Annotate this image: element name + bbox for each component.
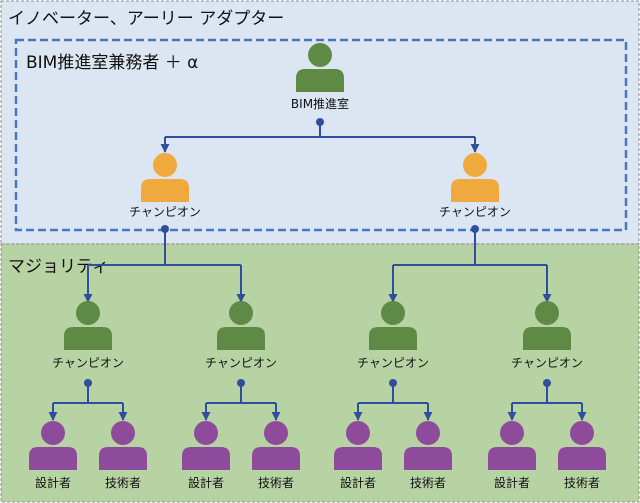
engineer-person-3 xyxy=(404,421,452,470)
champion-top-person-2 xyxy=(451,153,499,202)
designer-label-1: 設計者 xyxy=(35,475,71,490)
bim-group-label: BIM推進室兼務者 ＋ α xyxy=(26,53,198,73)
person-body xyxy=(451,179,499,202)
person-head xyxy=(153,153,177,177)
designer-person-4 xyxy=(488,421,536,470)
person-head xyxy=(570,421,594,445)
connector-lines xyxy=(48,122,587,421)
person-head xyxy=(264,421,288,445)
designer-label-3: 設計者 xyxy=(340,475,376,490)
bim-group-box xyxy=(14,38,628,232)
person-body xyxy=(64,327,112,350)
majority-zone-label: マジョリティ xyxy=(8,257,109,277)
person-body xyxy=(404,447,452,470)
person-body xyxy=(252,447,300,470)
majority-zone xyxy=(0,243,640,503)
champion-label-3: チャンピオン xyxy=(357,356,429,370)
champion-label-2: チャンピオン xyxy=(205,356,277,370)
engineer-label-3: 技術者 xyxy=(410,476,446,490)
person-head xyxy=(463,153,487,177)
champion-label-1: チャンピオン xyxy=(52,356,124,370)
designer-label-2: 設計者 xyxy=(188,475,224,490)
champion-person-3 xyxy=(369,301,417,350)
person-body xyxy=(488,447,536,470)
person-head xyxy=(416,421,440,445)
designer-person-2 xyxy=(182,421,230,470)
person-body xyxy=(99,447,147,470)
person-body xyxy=(217,327,265,350)
designer-person-1 xyxy=(29,421,77,470)
champion-person-4 xyxy=(523,301,571,350)
champion-top-label-1: チャンピオン xyxy=(129,205,201,219)
person-body xyxy=(296,69,344,92)
connector-dot xyxy=(316,118,324,126)
person-body xyxy=(558,447,606,470)
person-head xyxy=(76,301,100,325)
designer-person-3 xyxy=(334,421,382,470)
person-body xyxy=(334,447,382,470)
engineer-person-4 xyxy=(558,421,606,470)
person-head xyxy=(308,43,332,67)
champion-person-2 xyxy=(217,301,265,350)
designer-label-4: 設計者 xyxy=(494,475,530,490)
champion-person-1 xyxy=(64,301,112,350)
innovators-zone-label: イノベーター、アーリー アダプター xyxy=(8,9,284,29)
bim-office-label: BIM推進室 xyxy=(291,96,349,111)
person-head xyxy=(229,301,253,325)
person-body xyxy=(182,447,230,470)
person-head xyxy=(111,421,135,445)
person-body xyxy=(29,447,77,470)
person-body xyxy=(369,327,417,350)
person-head xyxy=(346,421,370,445)
person-head xyxy=(41,421,65,445)
person-body xyxy=(523,327,571,350)
engineer-person-1 xyxy=(99,421,147,470)
person-head xyxy=(194,421,218,445)
people-nodes: BIM推進室チャンピオンチャンピオンチャンピオンチャンピオンチャンピオンチャンピ… xyxy=(29,43,606,490)
person-body xyxy=(141,179,189,202)
champion-top-person-1 xyxy=(141,153,189,202)
connector-dot xyxy=(237,379,245,387)
engineer-label-1: 技術者 xyxy=(105,476,141,490)
connector-dot xyxy=(543,379,551,387)
connector-dot xyxy=(84,379,92,387)
champion-label-4: チャンピオン xyxy=(511,356,583,370)
person-head xyxy=(500,421,524,445)
bim-office-person xyxy=(296,43,344,92)
engineer-person-2 xyxy=(252,421,300,470)
person-head xyxy=(535,301,559,325)
engineer-label-2: 技術者 xyxy=(258,476,294,490)
champion-top-label-2: チャンピオン xyxy=(439,205,511,219)
person-head xyxy=(381,301,405,325)
connector-dot xyxy=(471,225,479,233)
connector-dot xyxy=(161,225,169,233)
connector-dot xyxy=(389,379,397,387)
engineer-label-4: 技術者 xyxy=(564,476,600,490)
